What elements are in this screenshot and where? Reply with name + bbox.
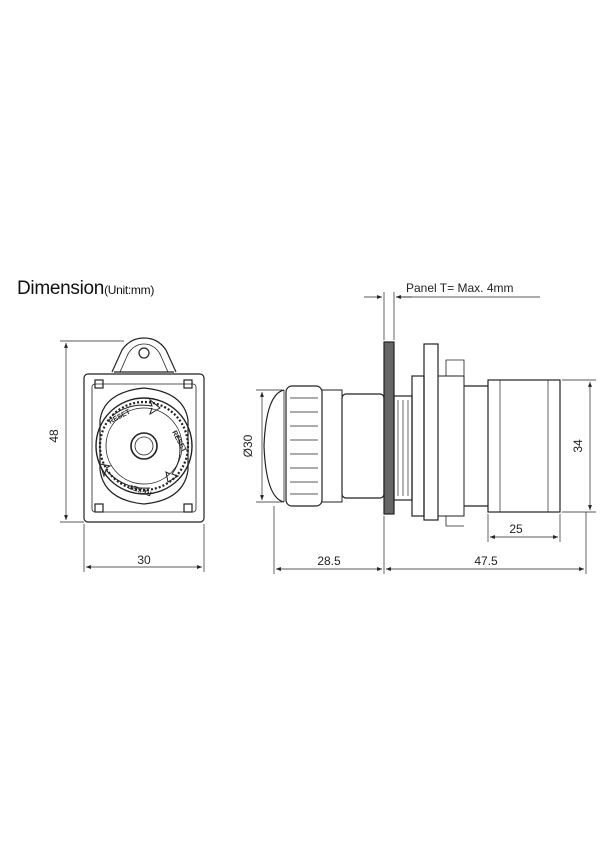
rotation-arrow <box>111 398 161 417</box>
rotation-arrow <box>165 435 181 483</box>
corner-tab <box>183 503 193 513</box>
diameter-dim-value: Ø30 <box>241 434 255 457</box>
mushroom-head <box>95 397 193 495</box>
height-dim-value: 48 <box>47 429 61 443</box>
block-depth-dim-value: 25 <box>509 522 523 536</box>
reset-label: RESET <box>170 430 187 455</box>
head-ring <box>105 407 183 485</box>
front-dimensions <box>60 340 205 572</box>
front-depth-dim-value: 28.5 <box>317 554 341 568</box>
corner-tab <box>183 379 193 389</box>
front-housing-inner <box>91 383 197 513</box>
center-lens <box>130 432 158 460</box>
diagram-title: Dimension(Unit:mm) <box>17 278 154 300</box>
head-profile <box>263 389 285 503</box>
knurled-ring <box>285 385 323 507</box>
latch-housing <box>437 375 465 517</box>
contact-block <box>487 379 561 513</box>
unit-label: (Unit:mm) <box>104 283 155 297</box>
front-housing <box>83 373 205 523</box>
rear-depth-dim-value: 47.5 <box>474 554 498 568</box>
side-view <box>263 341 561 527</box>
corner-tab <box>94 379 104 389</box>
panel-note: Panel T= Max. 4mm <box>406 281 513 295</box>
title-text: Dimension <box>17 278 105 299</box>
front-view <box>83 337 205 523</box>
head-serration <box>98 400 190 492</box>
block-height-dim-value: 34 <box>571 439 585 453</box>
button-body <box>341 393 385 499</box>
key-ring-inner <box>119 343 169 373</box>
center-lens-inner <box>134 436 154 456</box>
rotation-arrow <box>99 463 151 489</box>
bezel <box>321 389 343 503</box>
adaptor <box>411 375 425 517</box>
corner-tab <box>94 503 104 513</box>
adaptor-plate <box>423 343 439 521</box>
guard-body <box>99 387 189 505</box>
side-dimensions <box>256 292 596 574</box>
key-ring <box>111 337 177 373</box>
ring-hole <box>138 347 150 359</box>
width-dim-value: 30 <box>137 553 151 567</box>
mounting-panel <box>383 341 395 515</box>
